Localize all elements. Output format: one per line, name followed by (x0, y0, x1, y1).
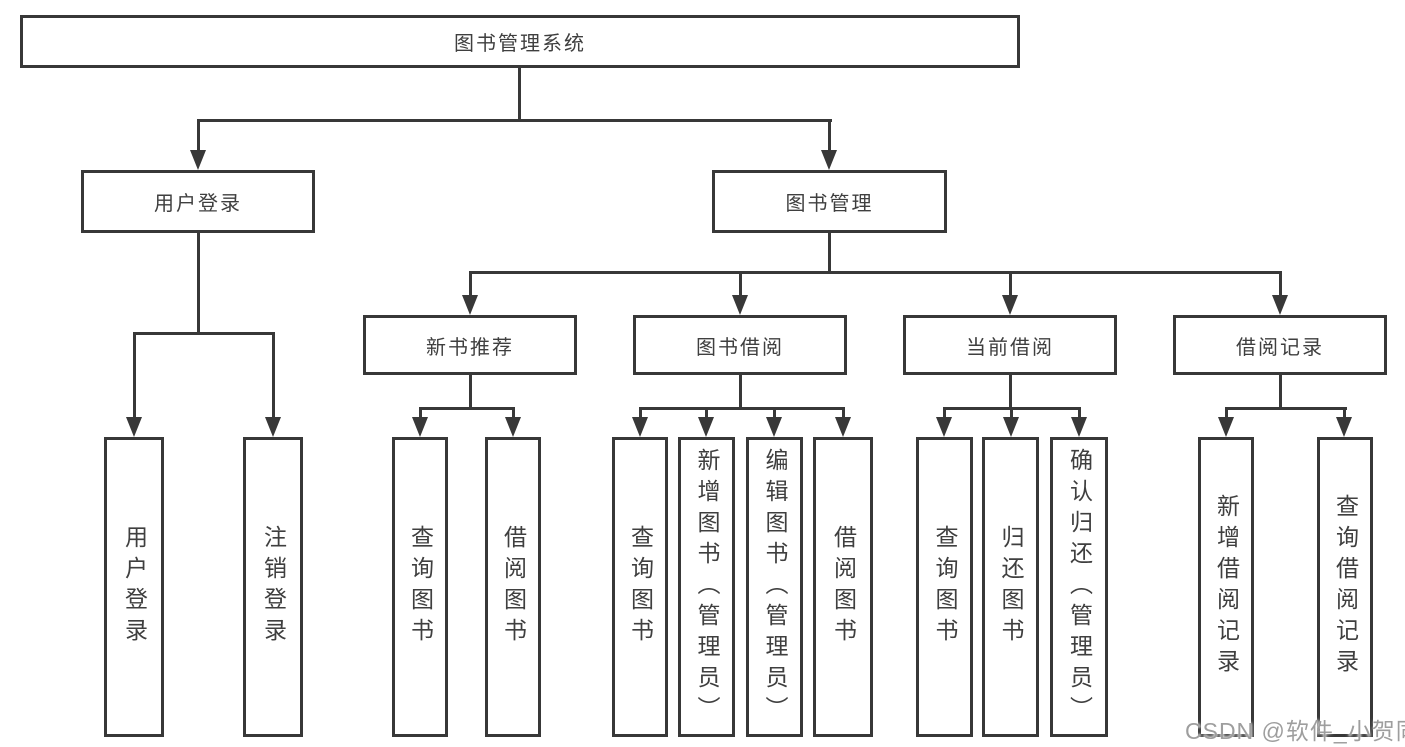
node-label: 归还图书 (998, 525, 1024, 649)
connector-drop-borrow-record (1279, 271, 1282, 297)
arrowhead-icon (1272, 295, 1288, 315)
node-book-management-branch: 图书管理 (712, 170, 947, 233)
node-current-borrowing: 当前借阅 (903, 315, 1117, 375)
connector-user-login-hline (133, 332, 275, 335)
arrowhead-icon (190, 150, 206, 170)
node-label: 新增图书（管理员） (694, 447, 720, 727)
connector-book-mgmt-stub (828, 233, 831, 274)
arrowhead-icon (505, 417, 521, 437)
node-label: 查询图书 (932, 525, 958, 649)
arrowhead-icon (936, 417, 952, 437)
leaf-add-books-admin: 新增图书（管理员） (678, 437, 735, 737)
leaf-query-books-3: 查询图书 (916, 437, 973, 737)
connector-drop (842, 407, 845, 421)
node-label: 当前借阅 (966, 336, 1054, 359)
arrowhead-icon (1071, 417, 1087, 437)
connector-drop (1343, 407, 1346, 421)
leaf-query-books-1: 查询图书 (392, 437, 448, 737)
connector-drop (639, 407, 642, 421)
arrowhead-icon (126, 417, 142, 437)
leaf-user-login: 用户登录 (104, 437, 164, 737)
connector-bookborrow-stub (739, 375, 742, 409)
node-label: 查询图书 (627, 525, 654, 649)
arrowhead-icon (632, 417, 648, 437)
leaf-add-borrow-record: 新增借阅记录 (1198, 437, 1254, 737)
node-label: 用户登录 (121, 525, 148, 649)
connector-drop (705, 407, 708, 421)
node-new-book-recommend: 新书推荐 (363, 315, 577, 375)
leaf-edit-books-admin: 编辑图书（管理员） (746, 437, 803, 737)
connector-drop-leaf-user-login (133, 332, 136, 418)
connector-l1-hline (197, 119, 832, 122)
node-label: 查询图书 (407, 525, 434, 649)
node-label: 查询借阅记录 (1332, 494, 1359, 680)
connector-drop (943, 407, 946, 421)
arrowhead-icon (1218, 417, 1234, 437)
connector-drop-leaf-logout (272, 332, 275, 418)
node-label: 编辑图书（管理员） (762, 447, 788, 727)
node-label: 借阅图书 (830, 525, 857, 649)
leaf-borrow-books-1: 借阅图书 (485, 437, 541, 737)
node-label: 用户登录 (154, 193, 242, 215)
arrowhead-icon (1002, 295, 1018, 315)
connector-drop (1078, 407, 1081, 421)
node-label: 图书管理系统 (454, 33, 586, 55)
node-label: 注销登录 (260, 525, 287, 649)
leaf-query-books-2: 查询图书 (612, 437, 668, 737)
arrowhead-icon (1003, 417, 1019, 437)
node-user-login-branch: 用户登录 (81, 170, 315, 233)
leaf-return-books: 归还图书 (982, 437, 1039, 737)
node-label: 新增借阅记录 (1213, 494, 1240, 680)
leaf-confirm-return-admin: 确认归还（管理员） (1050, 437, 1108, 737)
node-label: 确认归还（管理员） (1066, 447, 1093, 727)
connector-drop (512, 407, 515, 421)
connector-newbook-hline (419, 407, 515, 410)
connector-drop-book-borrow (739, 271, 742, 297)
connector-drop (773, 407, 776, 421)
connector-drop-current-borrow (1009, 271, 1012, 297)
arrowhead-icon (1336, 417, 1352, 437)
connector-drop-new-book (469, 271, 472, 297)
connector-user-login-stub (197, 233, 200, 334)
connector-borrowrecord-stub (1279, 375, 1282, 409)
arrowhead-icon (412, 417, 428, 437)
connector-drop-book-mgmt (828, 119, 831, 153)
connector-currentborrow-stub (1009, 375, 1012, 409)
node-label: 图书管理 (785, 193, 874, 215)
arrowhead-icon (732, 295, 748, 315)
connector-bookborrow-hline (639, 407, 845, 410)
connector-root-stub (518, 68, 521, 121)
connector-drop (419, 407, 422, 421)
connector-borrowrecord-hline (1225, 407, 1347, 410)
node-label: 借阅记录 (1236, 336, 1324, 359)
arrowhead-icon (462, 295, 478, 315)
node-book-borrowing: 图书借阅 (633, 315, 847, 375)
arrowhead-icon (265, 417, 281, 437)
connector-newbook-stub (469, 375, 472, 409)
node-label: 图书借阅 (696, 336, 784, 359)
arrowhead-icon (835, 417, 851, 437)
node-book-management-system: 图书管理系统 (20, 15, 1020, 68)
leaf-borrow-books-2: 借阅图书 (813, 437, 873, 737)
node-borrowing-records: 借阅记录 (1173, 315, 1387, 375)
arrowhead-icon (821, 150, 837, 170)
node-label: 借阅图书 (500, 525, 527, 649)
csdn-watermark: CSDN @软件_小贺同学 (1185, 718, 1405, 744)
arrowhead-icon (698, 417, 714, 437)
leaf-query-borrow-record: 查询借阅记录 (1317, 437, 1373, 737)
connector-drop (1010, 407, 1013, 421)
connector-drop (1225, 407, 1228, 421)
connector-drop-user-login (197, 119, 200, 153)
leaf-logout: 注销登录 (243, 437, 303, 737)
connector-l3-hline (469, 271, 1282, 274)
node-label: 新书推荐 (426, 336, 514, 359)
arrowhead-icon (766, 417, 782, 437)
